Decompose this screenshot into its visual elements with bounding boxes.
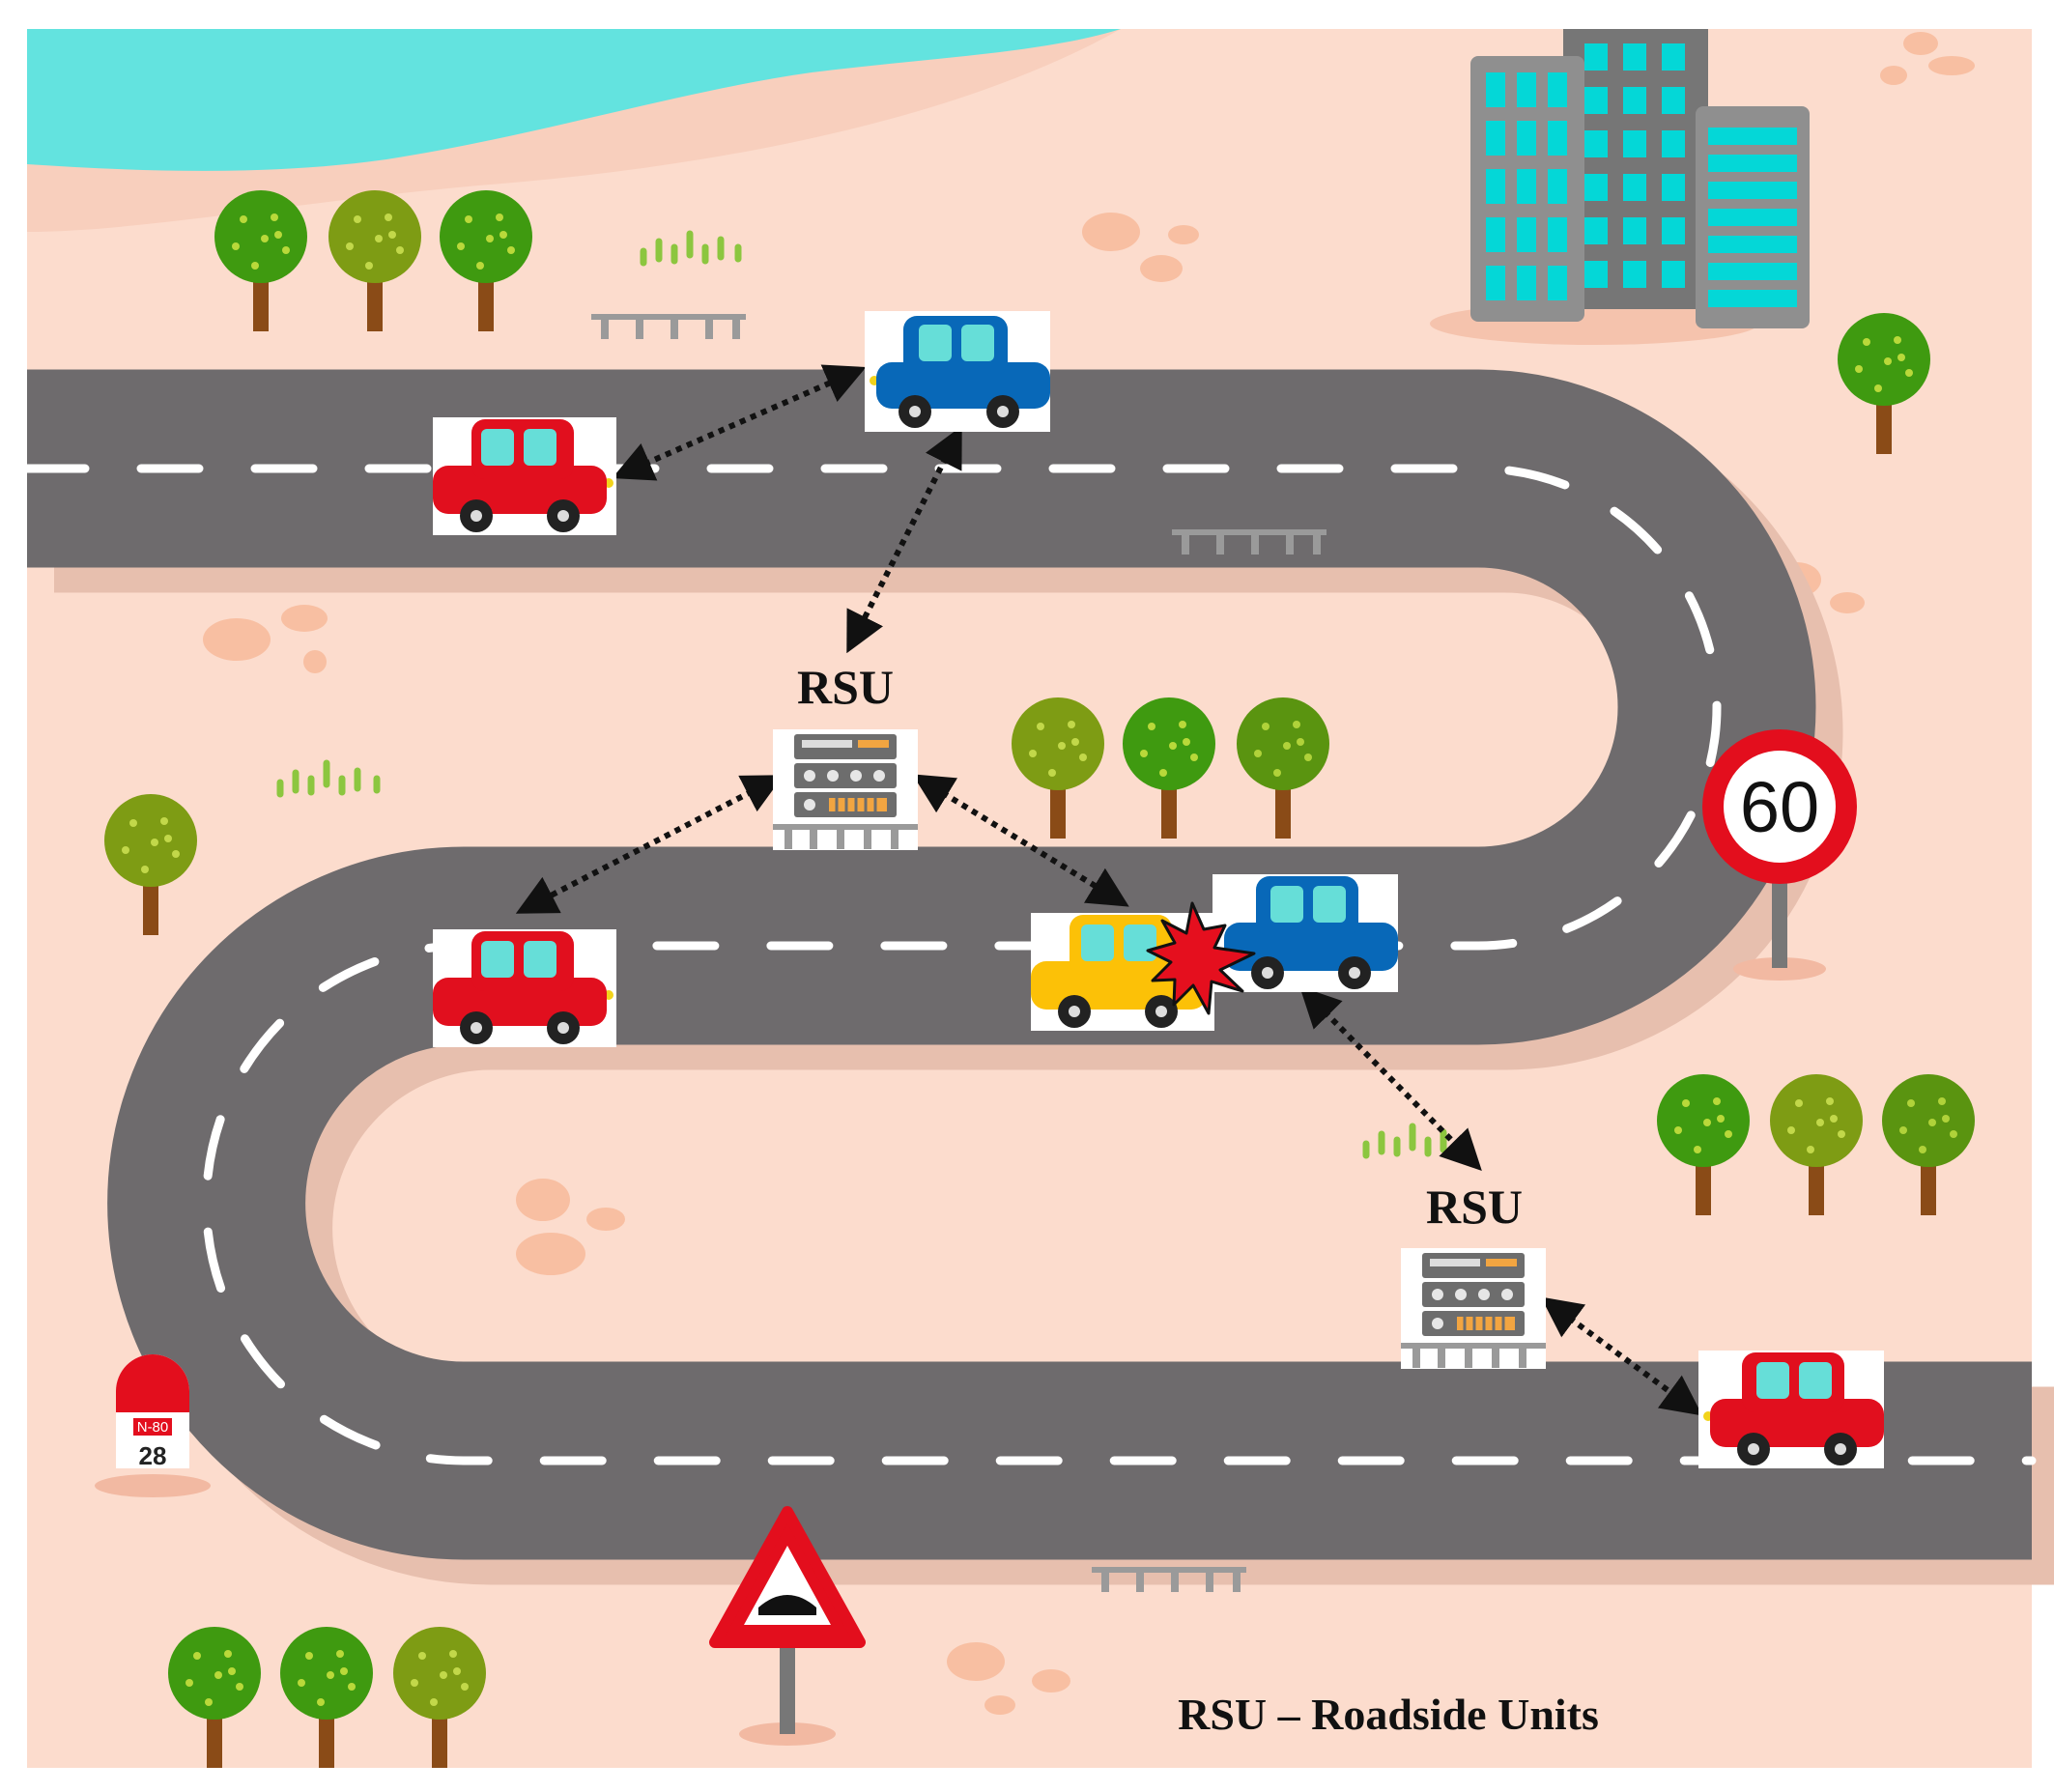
tree-group-middle	[1012, 697, 1329, 839]
milestone-marker-icon: N-80 28	[95, 1354, 211, 1497]
roadside-unit-top: RSU	[771, 660, 920, 852]
rsu-label: RSU	[797, 660, 894, 714]
communication-links	[515, 364, 1703, 1416]
collision-burst-icon	[1146, 901, 1256, 1015]
ground-spots	[203, 32, 1975, 1715]
roadside-unit-bottom: RSU	[1399, 1180, 1548, 1371]
car-icon	[865, 311, 1050, 432]
server-rack-icon	[1399, 1246, 1548, 1371]
car-icon	[1698, 1351, 1884, 1468]
speed-limit-value: 60	[1740, 767, 1819, 847]
car-icon	[433, 417, 616, 535]
legend-text: RSU – Roadside Units	[1178, 1690, 1599, 1739]
car-icon	[433, 929, 616, 1047]
rsu-label: RSU	[1426, 1180, 1523, 1234]
car-icon	[1212, 874, 1398, 992]
tree-group-top-left	[214, 190, 532, 331]
milestone-km: 28	[139, 1441, 167, 1470]
tree-group-right	[1657, 1074, 1975, 1215]
speed-limit-sign-icon: 60	[1702, 729, 1857, 981]
server-rack-icon	[771, 727, 920, 852]
water	[27, 29, 1121, 171]
milestone-route: N-80	[137, 1419, 169, 1436]
tree-group-bottom-left	[168, 1627, 486, 1768]
speed-bump-warning-sign-icon	[709, 1506, 866, 1746]
office-building-icon	[1430, 29, 1810, 345]
